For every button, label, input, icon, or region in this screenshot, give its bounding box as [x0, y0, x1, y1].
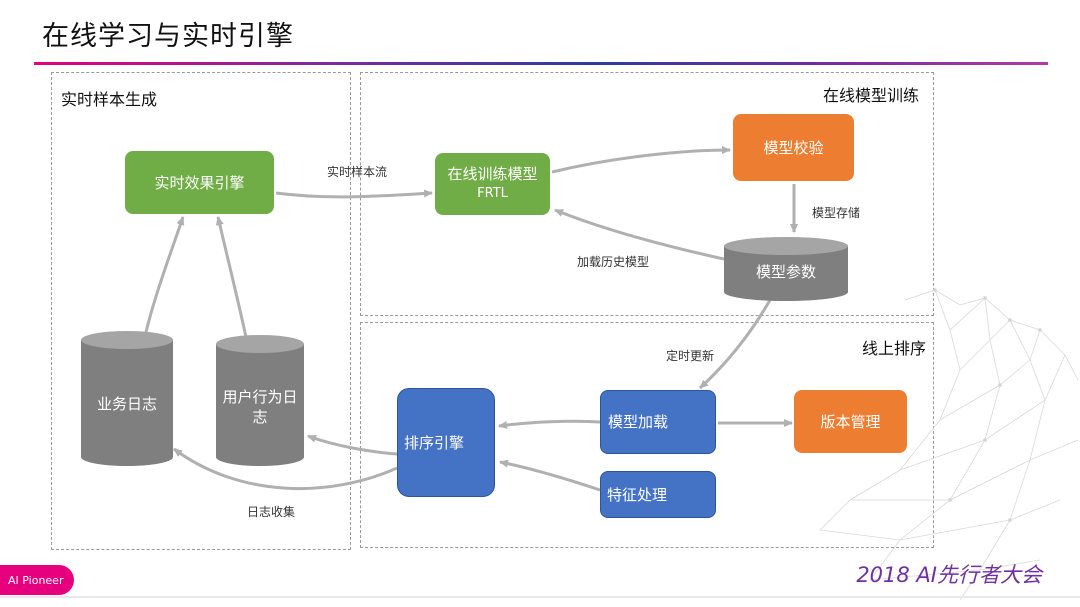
feature-processing-node: 特征处理 [600, 471, 716, 518]
online-training-model-label: 在线训练模型 [447, 165, 538, 183]
user-behavior-log-cylinder [216, 335, 304, 466]
edge-realtime-sample-stream [275, 189, 433, 199]
edge-log-collection [173, 447, 398, 491]
footer-divider [0, 596, 1080, 598]
edge-label-log-collection: 日志收集 [247, 505, 296, 519]
edge-user-log-to-engine [215, 216, 248, 338]
panel-label-online-ranking: 线上排序 [862, 339, 927, 358]
online-training-model-sublabel: FRTL [477, 186, 508, 201]
user-behavior-log-line2: 志 [252, 408, 268, 426]
model-validation-label: 模型校验 [763, 138, 824, 157]
conference-brand: 2018 AI先行者大会 [856, 563, 1042, 587]
edge-load-history-model [554, 208, 725, 261]
user-behavior-log-line1: 用户行为日 [222, 388, 298, 406]
panel-online-ranking [360, 322, 934, 548]
model-loading-label: 模型加载 [608, 413, 669, 431]
panel-label-sample-generation: 实时样本生成 [61, 90, 158, 109]
panel-label-online-training: 在线模型训练 [823, 86, 920, 105]
panel-sample-generation [51, 72, 351, 550]
edge-feature-to-ranking [499, 459, 601, 492]
online-training-model-node: 在线训练模型 FRTL [435, 153, 550, 215]
title-divider [34, 62, 1048, 65]
biz-log-cylinder [81, 331, 173, 466]
panel-online-training [360, 72, 934, 316]
ai-pioneer-badge: AI Pioneer [0, 565, 74, 595]
model-params-label: 模型参数 [755, 263, 816, 281]
feature-processing-label: 特征处理 [607, 485, 668, 504]
edge-label-scheduled-update: 定时更新 [666, 349, 715, 363]
model-loading-node: 模型加载 [600, 390, 716, 454]
edge-ranking-to-user-log [307, 434, 398, 456]
decorative-wireframe-figure [819, 288, 1079, 601]
user-behavior-log-label: 用户行为日 志 [216, 387, 304, 427]
realtime-effect-engine-node: 实时效果引擎 [125, 151, 274, 214]
model-validation-node: 模型校验 [733, 114, 854, 181]
edge-label-model-storage: 模型存储 [812, 206, 861, 220]
realtime-effect-engine-label: 实时效果引擎 [154, 173, 245, 192]
version-mgmt-node: 版本管理 [794, 390, 907, 453]
edge-scheduled-update [698, 299, 772, 390]
ranking-engine-label: 排序引擎 [404, 433, 465, 452]
edge-label-load-history-model: 加载历史模型 [577, 255, 650, 269]
ranking-engine-node: 排序引擎 [397, 388, 495, 497]
edge-label-realtime-sample-stream: 实时样本流 [327, 165, 388, 179]
biz-log-label: 业务日志 [96, 395, 157, 413]
edge-loading-to-ranking [498, 419, 601, 429]
version-mgmt-label: 版本管理 [820, 412, 881, 431]
edge-to-model-validation [551, 146, 731, 174]
edge-biz-log-to-engine [144, 216, 185, 333]
model-params-cylinder [724, 237, 848, 301]
page-title: 在线学习与实时引擎 [42, 21, 294, 52]
